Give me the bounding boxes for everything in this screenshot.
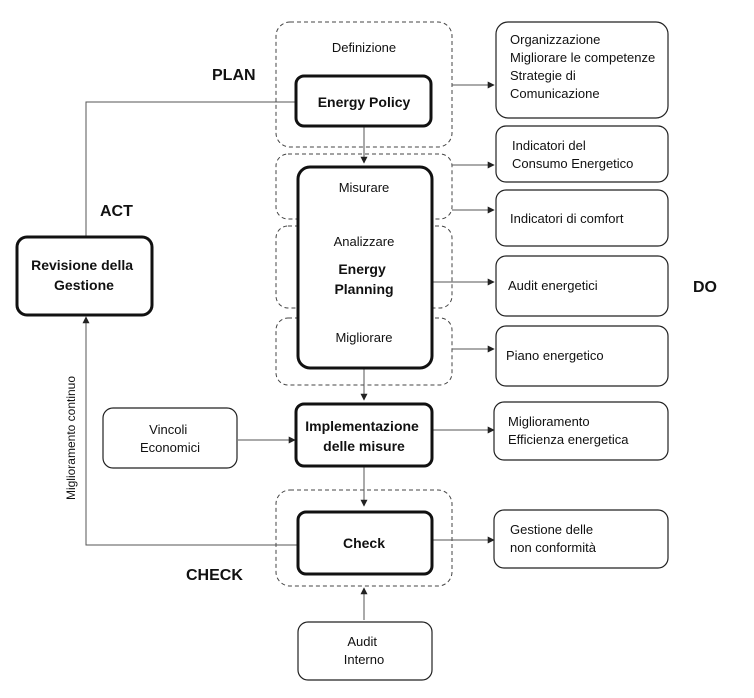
audit-interno-box — [297, 621, 433, 681]
revisione-box — [15, 235, 154, 317]
piano-energetico-box — [495, 325, 669, 387]
phase-check-label: CHECK — [186, 567, 243, 584]
indicatori-comfort-text: Indicatori di comfort — [510, 211, 624, 226]
misurare-dashed-group — [275, 153, 453, 220]
energy-policy-box — [294, 74, 433, 128]
implementazione-box — [294, 402, 434, 468]
vincoli-box — [102, 407, 238, 469]
audit-interno-label: Audit Interno — [344, 634, 384, 667]
gestione-nc-text: Gestione delle non conformità — [510, 522, 597, 555]
energy-planning-box — [296, 165, 434, 370]
migliorare-label: Migliorare — [335, 330, 392, 345]
piano-energetico-text: Piano energetico — [506, 348, 604, 363]
arrow-check-to-revisione — [82, 316, 298, 546]
arrow-act-to-policy — [85, 98, 312, 236]
energy-planning-label: Energy Planning — [334, 261, 393, 297]
indicatori-consumo-text: Indicatori del Consumo Energetico — [512, 138, 633, 171]
organizzazione-text: Organizzazione Migliorare le competenze … — [510, 32, 659, 101]
organizzazione-box — [495, 21, 669, 119]
vincoli-label: Vincoli Economici — [140, 422, 200, 455]
phase-act-label: ACT — [100, 203, 133, 220]
phase-plan-label: PLAN — [212, 67, 256, 84]
audit-energetici-box — [495, 255, 669, 317]
miglioramento-efficienza-text: Miglioramento Efficienza energetica — [508, 414, 629, 447]
energy-policy-label: Energy Policy — [318, 94, 411, 110]
definizione-label: Definizione — [332, 40, 396, 55]
misurare-label: Misurare — [339, 180, 390, 195]
indicatori-consumo-box — [495, 125, 669, 183]
check-label: Check — [343, 535, 385, 551]
gestione-nc-box — [493, 509, 669, 569]
indicatori-comfort-box — [495, 189, 669, 247]
implementazione-label: Implementazione delle misure — [305, 418, 422, 454]
miglioramento-efficienza-box — [493, 401, 669, 461]
check-box — [296, 510, 434, 576]
revisione-label: Revisione della Gestione — [31, 257, 137, 293]
miglioramento-continuo-label: Miglioramento continuo — [64, 376, 78, 500]
audit-energetici-text: Audit energetici — [508, 278, 598, 293]
phase-do-label: DO — [693, 279, 717, 296]
analizzare-label: Analizzare — [334, 234, 395, 249]
